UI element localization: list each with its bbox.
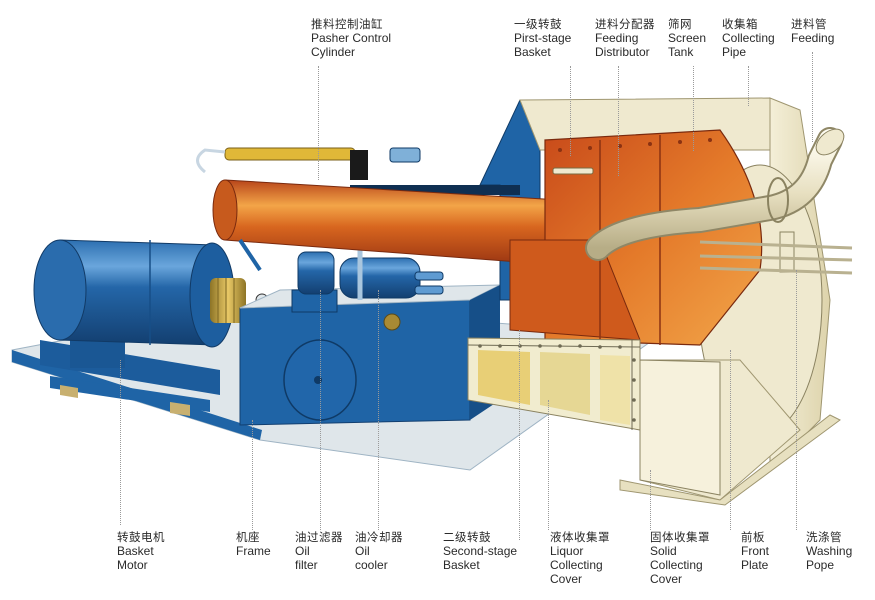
solid-collecting-cover (639, 359, 721, 496)
washing-pipes (699, 231, 853, 275)
label-front-plate: 前板 Front Plate (741, 530, 770, 572)
leader-front-plate (730, 350, 731, 530)
label-liquor-collecting-cover: 液体收集罩 Liquor Collecting Cover (550, 530, 610, 586)
leader-oil-filter (320, 290, 321, 530)
liquor-collecting-cover (467, 337, 641, 431)
leader-collecting-pipe (748, 66, 749, 106)
label-feeding-pipe: 进料管 Feeding (791, 17, 835, 45)
label-first-stage-basket: 一级转鼓 Pirst-stage Basket (514, 17, 572, 59)
label-collecting-pipe: 收集箱 Collecting Pipe (722, 17, 775, 59)
leader-feeding-distributor (618, 66, 619, 176)
basket-motor (33, 239, 269, 395)
frame (239, 284, 501, 426)
leader-solid-cover (650, 470, 651, 530)
label-basket-motor: 转鼓电机 Basket Motor (117, 530, 165, 572)
pusher-cylinder (196, 147, 561, 272)
leader-washing-pipe (796, 270, 797, 530)
leader-pusher-cylinder (318, 66, 319, 180)
leader-screen-tank (693, 66, 694, 151)
label-second-stage-basket: 二级转鼓 Second-stage Basket (443, 530, 518, 572)
feeding-pipe (585, 127, 845, 261)
leader-feeding-pipe (812, 52, 813, 142)
label-oil-cooler: 油冷却器 Oil cooler (355, 530, 403, 572)
label-solid-collecting-cover: 固体收集罩 Solid Collecting Cover (650, 530, 710, 586)
label-frame: 机座 Frame (236, 530, 271, 558)
label-washing-pipe: 洗涤管 Washing Pope (806, 530, 853, 572)
leader-basket-motor (120, 360, 121, 525)
label-feeding-distributor: 进料分配器 Feeding Distributor (595, 17, 655, 59)
leader-second-stage-basket (519, 330, 520, 540)
leader-liquor-cover (548, 400, 549, 530)
label-pusher-control-cylinder: 推料控制油缸 Pasher Control Cylinder (311, 17, 392, 59)
label-oil-filter: 油过滤器 Oil filter (295, 530, 343, 572)
label-screen-tank: 筛网 Screen Tank (668, 17, 707, 59)
leader-first-stage-basket (570, 66, 571, 156)
leader-oil-cooler (378, 290, 379, 530)
leader-frame (252, 420, 253, 530)
oil-filter (291, 251, 338, 313)
